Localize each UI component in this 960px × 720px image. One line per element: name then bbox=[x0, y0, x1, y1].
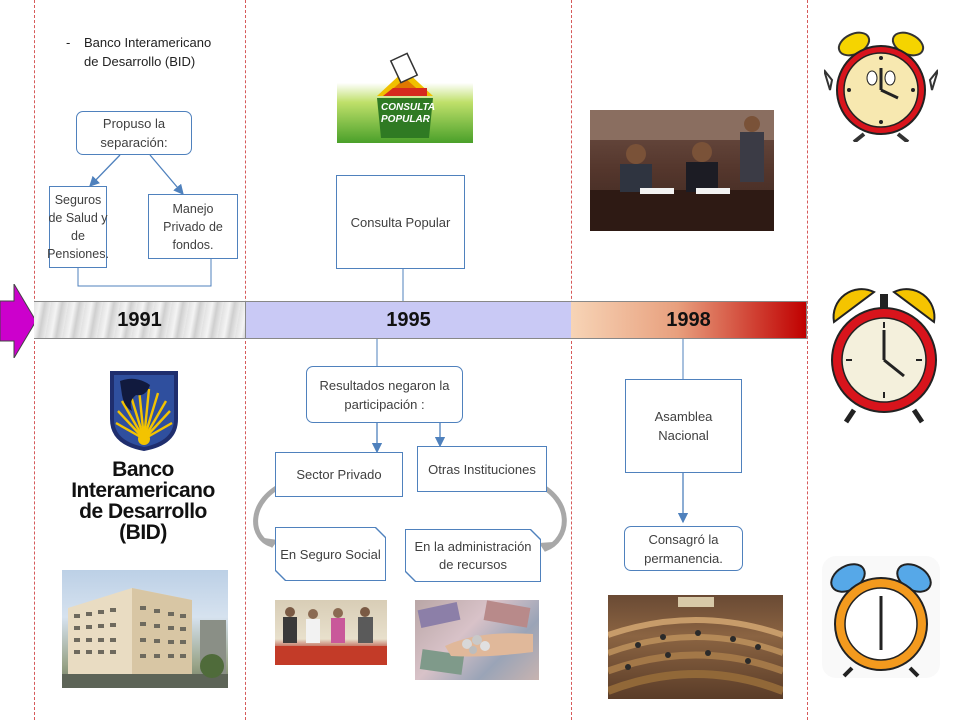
signing-photo bbox=[590, 110, 774, 231]
bid-globe-logo bbox=[110, 371, 178, 451]
seguro-social-text: En Seguro Social bbox=[276, 528, 385, 580]
year-label: 1991 bbox=[117, 308, 162, 331]
propuso-box: Propuso la separación: bbox=[76, 111, 192, 155]
seguros-box: Seguros de Salud y de Pensiones. bbox=[47, 186, 109, 268]
manejo-box: Manejo Privado de fondos. bbox=[148, 194, 238, 259]
separator-line bbox=[34, 0, 35, 720]
consulta-popular-box: Consulta Popular bbox=[336, 175, 465, 269]
bid-logo-line: de Desarrollo bbox=[79, 500, 207, 523]
year-1995-band: 1995 bbox=[245, 301, 571, 339]
year-label: 1998 bbox=[666, 308, 711, 331]
separator-line bbox=[807, 0, 808, 720]
officials-photo bbox=[275, 600, 387, 665]
resultados-box: Resultados negaron la participación : bbox=[306, 366, 463, 423]
otras-instituciones-box: Otras Instituciones bbox=[417, 446, 547, 492]
alarm-clock-icon bbox=[831, 288, 937, 424]
separator-line bbox=[571, 0, 572, 720]
bid-logo-line: (BID) bbox=[119, 521, 167, 544]
administracion-text: En la administración de recursos bbox=[406, 530, 540, 581]
consulta-badge-text: CONSULTA POPULAR bbox=[381, 102, 436, 125]
alarm-clock-icon bbox=[824, 31, 938, 142]
bullet-dash: - bbox=[66, 35, 71, 50]
administracion-box: En la administración de recursos bbox=[405, 529, 541, 582]
year-1998-band: 1998 bbox=[571, 301, 807, 339]
alarm-clock-icon bbox=[822, 556, 940, 678]
money-photo bbox=[415, 600, 539, 680]
asamblea-box: Asamblea Nacional bbox=[625, 379, 742, 473]
bid-logo-line: Interamericano bbox=[71, 479, 215, 502]
seguro-social-box: En Seguro Social bbox=[275, 527, 386, 581]
sector-privado-box: Sector Privado bbox=[275, 452, 403, 497]
consulta-popular-logo: CONSULTA POPULAR bbox=[337, 46, 473, 143]
timeline-start-arrow bbox=[0, 284, 36, 358]
consagro-box: Consagró la permanencia. bbox=[624, 526, 743, 571]
bid-building-photo bbox=[62, 570, 228, 688]
bid-bullet-text: Banco Interamericano de Desarrollo (BID) bbox=[84, 35, 212, 69]
year-1991-band: 1991 bbox=[34, 301, 245, 339]
bid-logo-text: Banco Interamericano de Desarrollo (BID) bbox=[58, 459, 228, 543]
bid-logo-line: Banco bbox=[112, 458, 174, 481]
separator-line bbox=[245, 0, 246, 720]
year-label: 1995 bbox=[386, 308, 431, 331]
assembly-photo bbox=[608, 595, 783, 699]
